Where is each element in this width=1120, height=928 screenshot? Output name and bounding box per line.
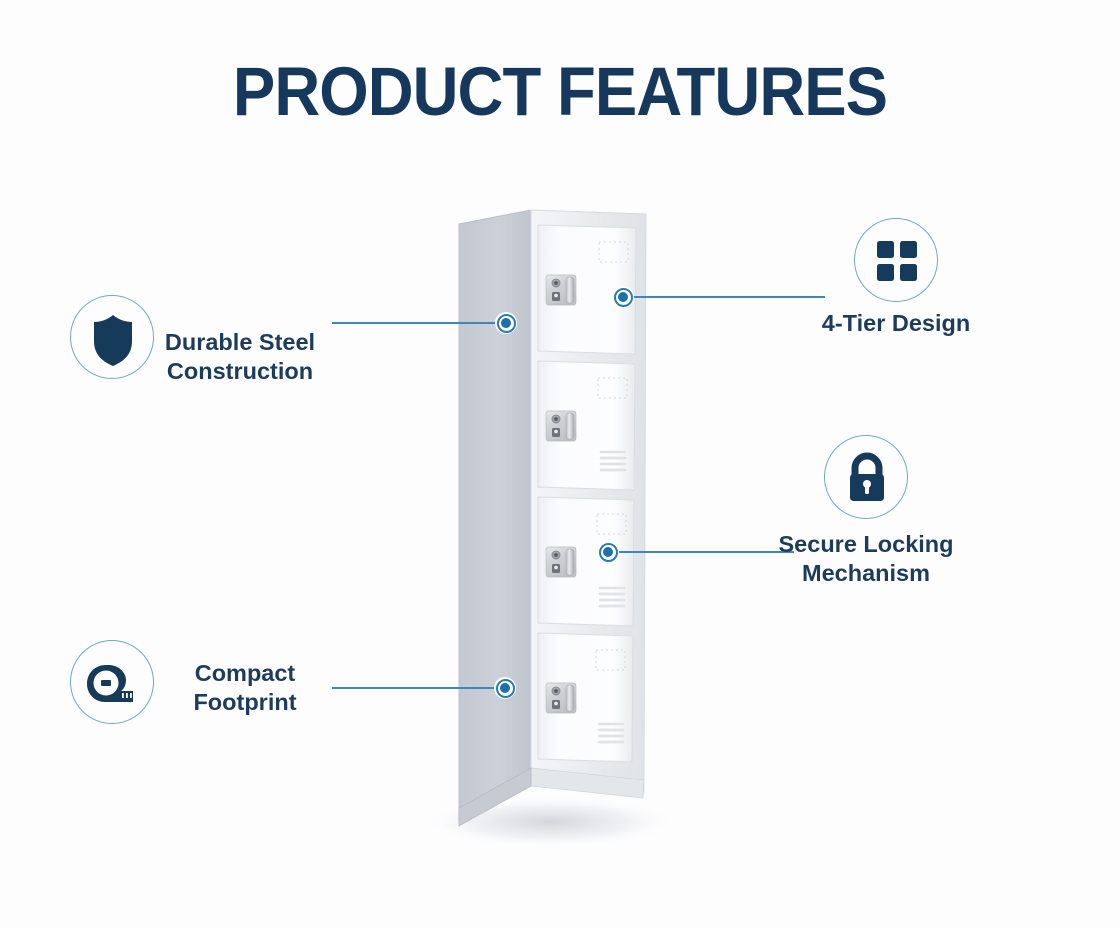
locker-door-tier-3 (537, 496, 635, 627)
label-line-2: Footprint (193, 689, 297, 716)
label-line-1: Durable Steel (164, 329, 316, 355)
lock-assembly-tier-4 (545, 682, 577, 714)
label-line-2: Construction (166, 358, 314, 385)
grid-four-squares-icon (877, 241, 917, 281)
locker-door-tier-2 (537, 360, 636, 491)
tape-measure-icon (87, 665, 133, 702)
vent-slots-tier-4 (597, 722, 625, 744)
connector-line-durable-steel (332, 322, 508, 324)
label-line-1: Compact (194, 660, 296, 686)
vent-slots-tier-2 (599, 450, 627, 472)
label-line-1: 4-Tier Design (821, 310, 971, 336)
tape-measure-icon-circle (70, 640, 154, 724)
connector-dot-durable-steel (495, 312, 517, 334)
connector-line-compact-footprint (332, 687, 508, 689)
vent-slots-tier-3 (598, 586, 626, 608)
product-illustration-locker (400, 180, 720, 860)
connector-dot-4-tier-design (612, 286, 634, 308)
locker-door-tier-4 (537, 632, 634, 763)
lock-assembly-tier-1 (545, 274, 577, 306)
shield-icon (94, 315, 132, 366)
label-line-2: Mechanism (802, 560, 930, 587)
padlock-icon (850, 452, 884, 501)
shield-icon-circle (70, 295, 154, 379)
label-line-1: Secure Locking (778, 531, 954, 557)
feature-label-4-tier-design: 4-Tier Design (796, 309, 996, 338)
page-title: PRODUCT FEATURES (232, 53, 888, 130)
connector-dot-secure-locking (597, 541, 619, 563)
lock-assembly-tier-2 (545, 410, 577, 442)
connector-line-4-tier-design (623, 296, 825, 298)
connector-dot-compact-footprint (494, 677, 516, 699)
locker-base-side (458, 767, 532, 827)
locker-side-panel (458, 209, 532, 821)
locker-door-tier-1 (537, 224, 637, 355)
connector-line-secure-locking (608, 551, 794, 553)
lock-assembly-tier-3 (545, 546, 577, 578)
padlock-icon-circle (824, 435, 908, 519)
grid-four-squares-icon-circle (854, 218, 938, 302)
